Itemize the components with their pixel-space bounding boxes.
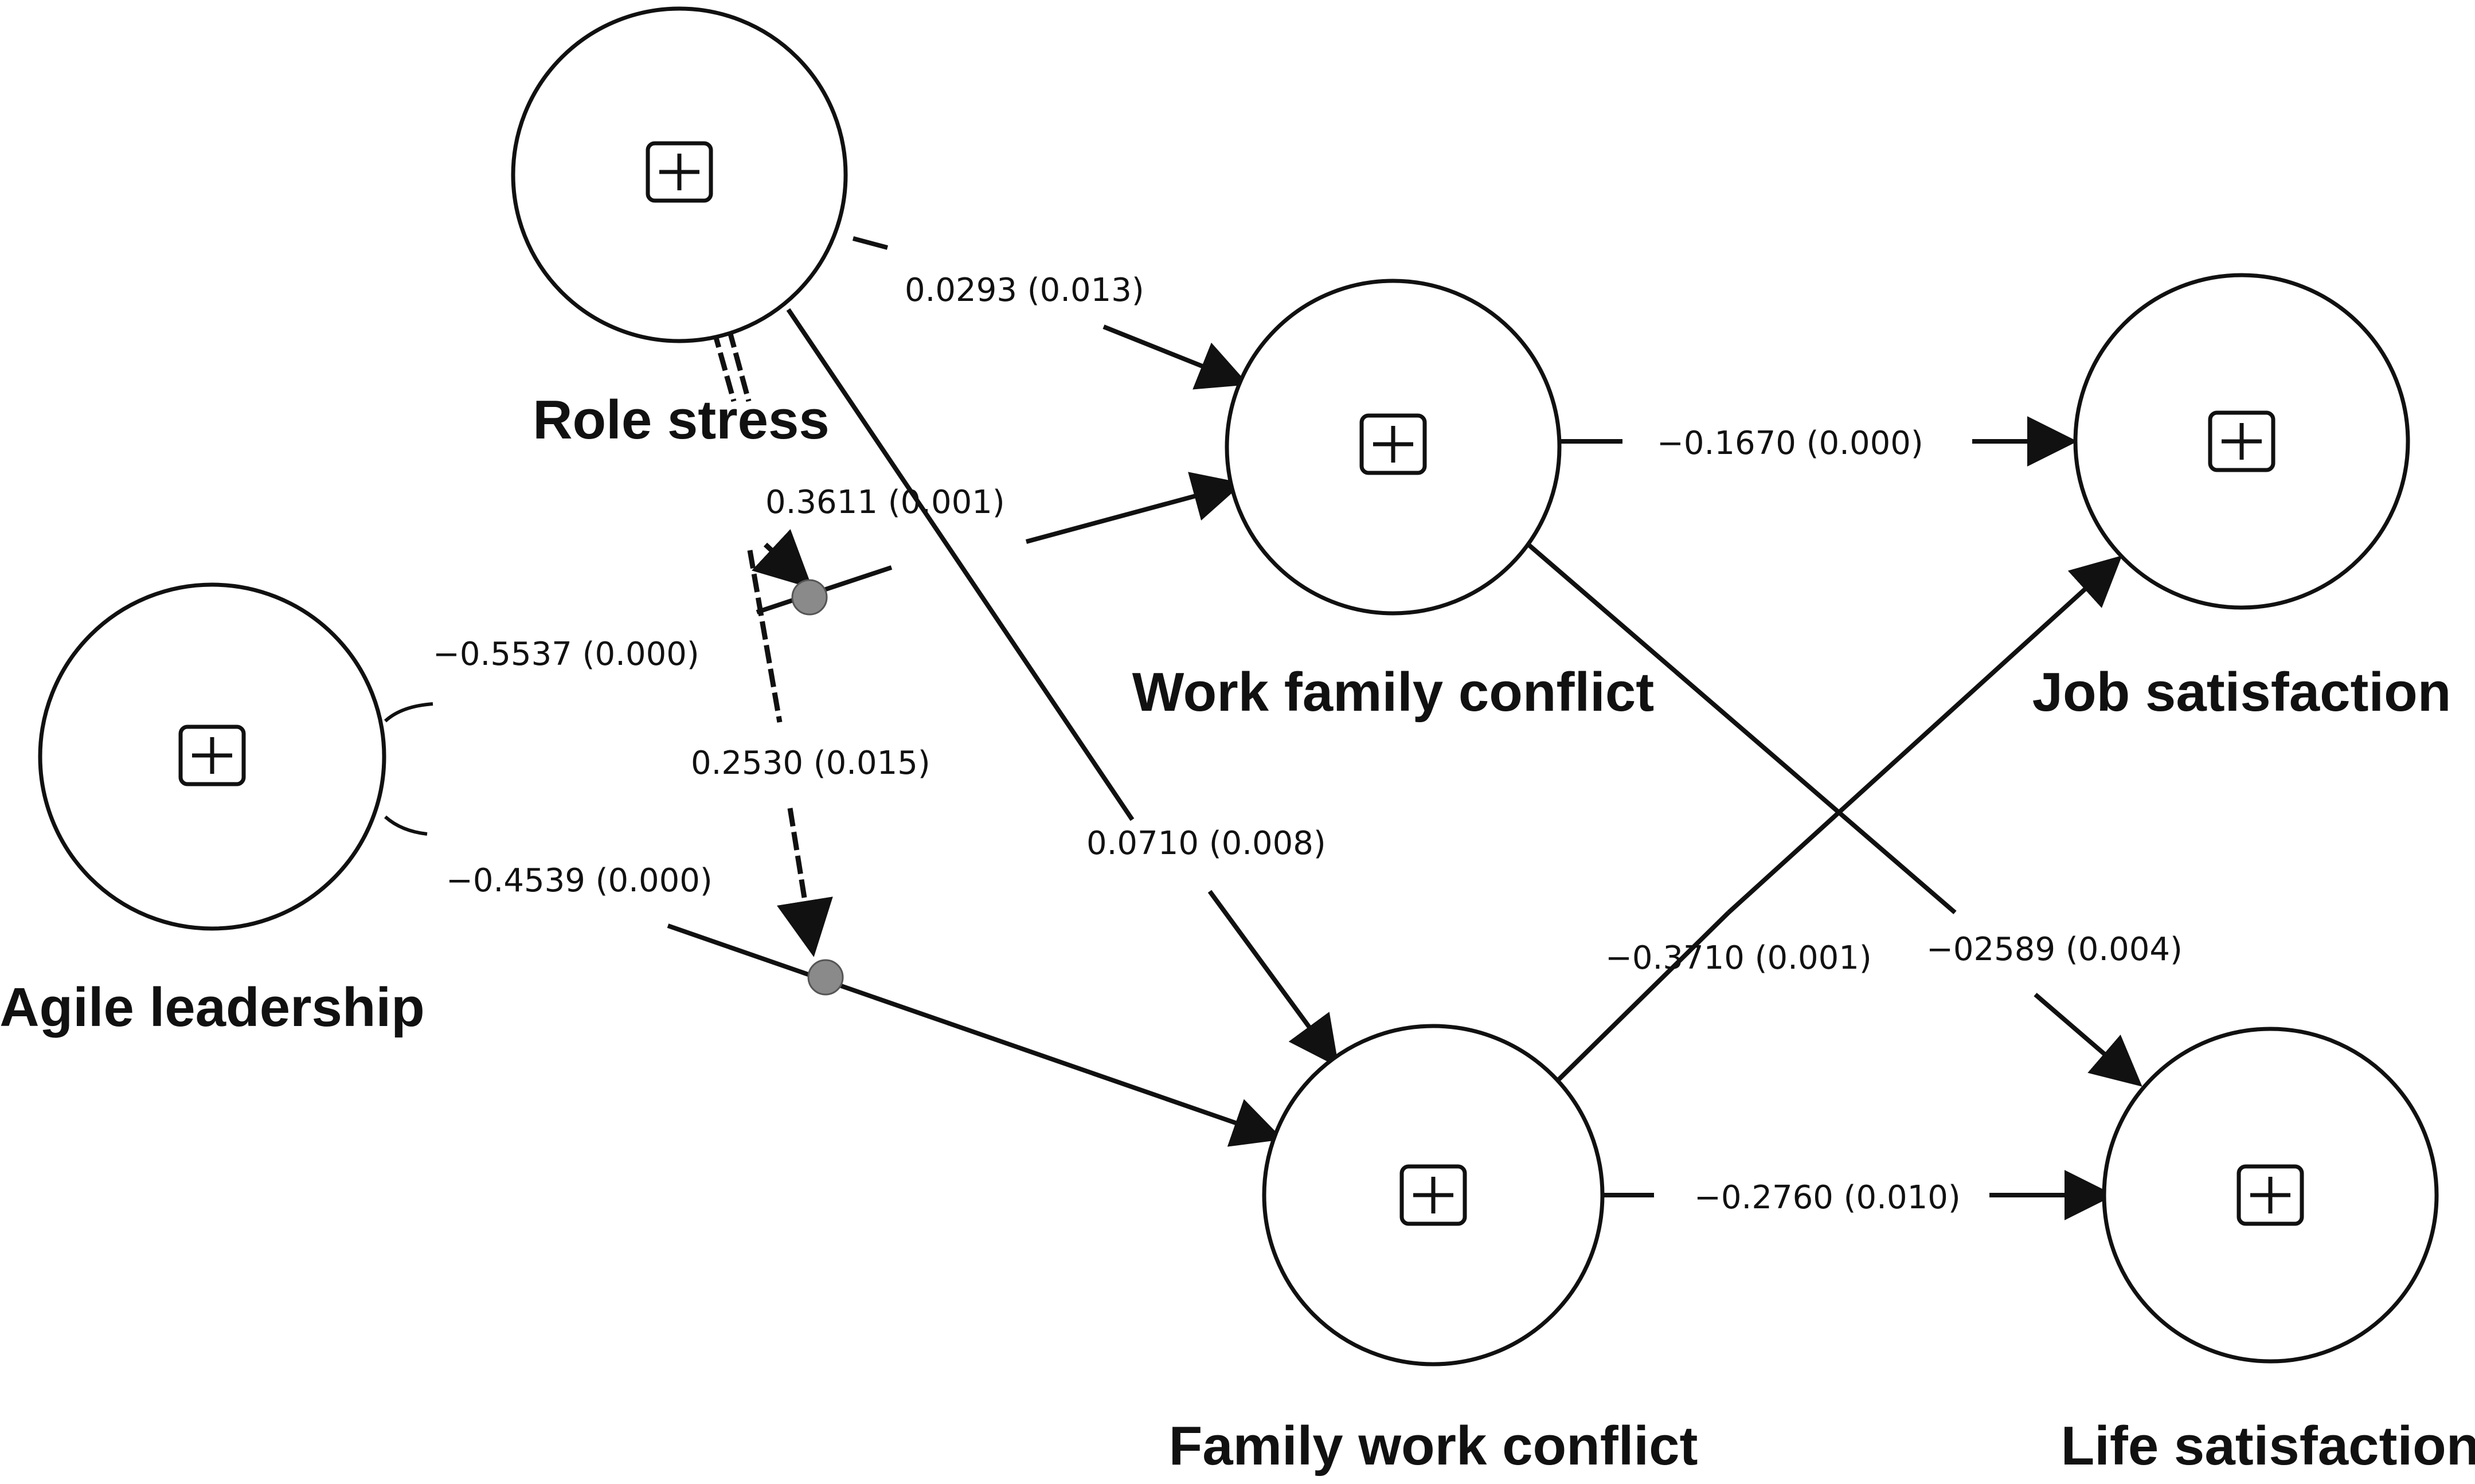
node-agile-leadership[interactable] [38,582,386,931]
path-label-role-stress-fwc: 0.0710 (0.008) [1086,825,1326,862]
node-job-satisfaction[interactable] [2073,273,2410,610]
edge-fwc-to-js [1552,911,1730,1086]
plus-box-icon[interactable] [2208,410,2275,472]
path-label-role-stress-wfc: 0.0293 (0.013) [905,272,1144,309]
node-life-satisfaction[interactable] [2102,1027,2439,1364]
path-label-wfc-js: −0.1670 (0.000) [1657,425,1923,462]
interaction-junction-fwc [807,959,844,996]
edge-moderator-2-dashed [726,328,752,402]
plus-box-icon[interactable] [1359,413,1427,475]
plus-box-icon[interactable] [2237,1164,2304,1226]
edge-moderator-to-junction-1 [752,529,813,589]
edge-agile-to-fwc [667,923,1284,1147]
construct-label-family-work-conflict: Family work conflict [1169,1415,1698,1477]
interaction-junction-wfc [791,579,828,616]
construct-label-life-satisfaction: Life satisfaction [2061,1415,2475,1477]
path-label-fwc-js: −0.3710 (0.001) [1605,939,1872,977]
node-role-stress[interactable] [511,6,848,343]
path-label-agile-fwc: −0.4539 (0.000) [446,862,713,899]
construct-label-agile-leadership: Agile leadership [0,977,425,1038]
edge-role-stress-to-wfc [852,236,889,250]
edge-wfc-to-ls [1523,539,1957,915]
path-label-moderator-fwc: 0.2530 (0.015) [691,745,930,782]
path-label-wfc-ls: −02589 (0.004) [1926,931,2183,968]
path-label-moderator-wfc: 0.3611 (0.001) [765,484,1005,521]
edge-moderator-vertical [747,550,783,723]
plus-box-icon[interactable] [1399,1164,1467,1226]
edge-fwc-to-js-arrow [1727,555,2122,914]
edge-wfc-to-ls-arrow [2034,992,2142,1087]
stub-agile-lower [384,815,428,836]
edge-role-stress-to-wfc-arrow [1102,324,1249,390]
plus-box-icon[interactable] [646,141,713,203]
construct-label-work-family-conflict: Work family conflict [1132,661,1654,723]
plus-box-icon[interactable] [178,725,246,786]
edge-moderator-to-junction-2 [777,808,833,957]
path-label-agile-wfc: −0.5537 (0.000) [433,636,699,673]
construct-label-job-satisfaction: Job satisfaction [2032,661,2451,723]
construct-label-role-stress: Role stress [533,389,830,451]
stub-agile-upper [384,702,433,723]
edge-interaction-to-wfc-arrow [1025,472,1244,544]
node-work-family-conflict[interactable] [1225,279,1562,616]
node-family-work-conflict[interactable] [1262,1024,1605,1366]
edge-role-stress-to-fwc [786,308,1135,821]
path-label-fwc-ls: −0.2760 (0.010) [1694,1179,1961,1216]
edge-role-stress-to-fwc-arrow [1207,890,1339,1068]
edge-moderator-1-dashed [711,328,737,402]
